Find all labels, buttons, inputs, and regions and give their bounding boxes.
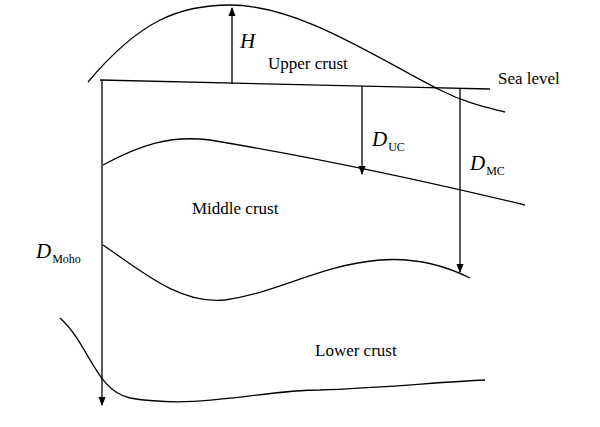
height-symbol: H (240, 30, 255, 53)
depth-symbol: D (372, 128, 387, 151)
moho-line (60, 318, 485, 402)
dmc-arrow (459, 89, 460, 272)
depth-subscript: UC (388, 141, 405, 154)
layer-name: Lower crust (315, 342, 397, 361)
mountain-outline (88, 5, 505, 112)
upper-crust-base (103, 139, 525, 205)
layer-name: Middle crust (192, 200, 278, 219)
sea-level-line (100, 80, 490, 89)
middle-crust-base (103, 245, 470, 300)
depth-subscript: Moho (52, 253, 81, 266)
sea-level-label: Sea level (498, 70, 560, 89)
depth-symbol: D (36, 240, 51, 263)
dmoho-arrow (101, 80, 102, 405)
layer-name: Upper crust (268, 55, 348, 74)
depth-symbol: D (470, 152, 485, 175)
duc-arrow (361, 86, 362, 174)
depth-subscript: MC (486, 165, 505, 178)
height-arrow (231, 8, 232, 84)
